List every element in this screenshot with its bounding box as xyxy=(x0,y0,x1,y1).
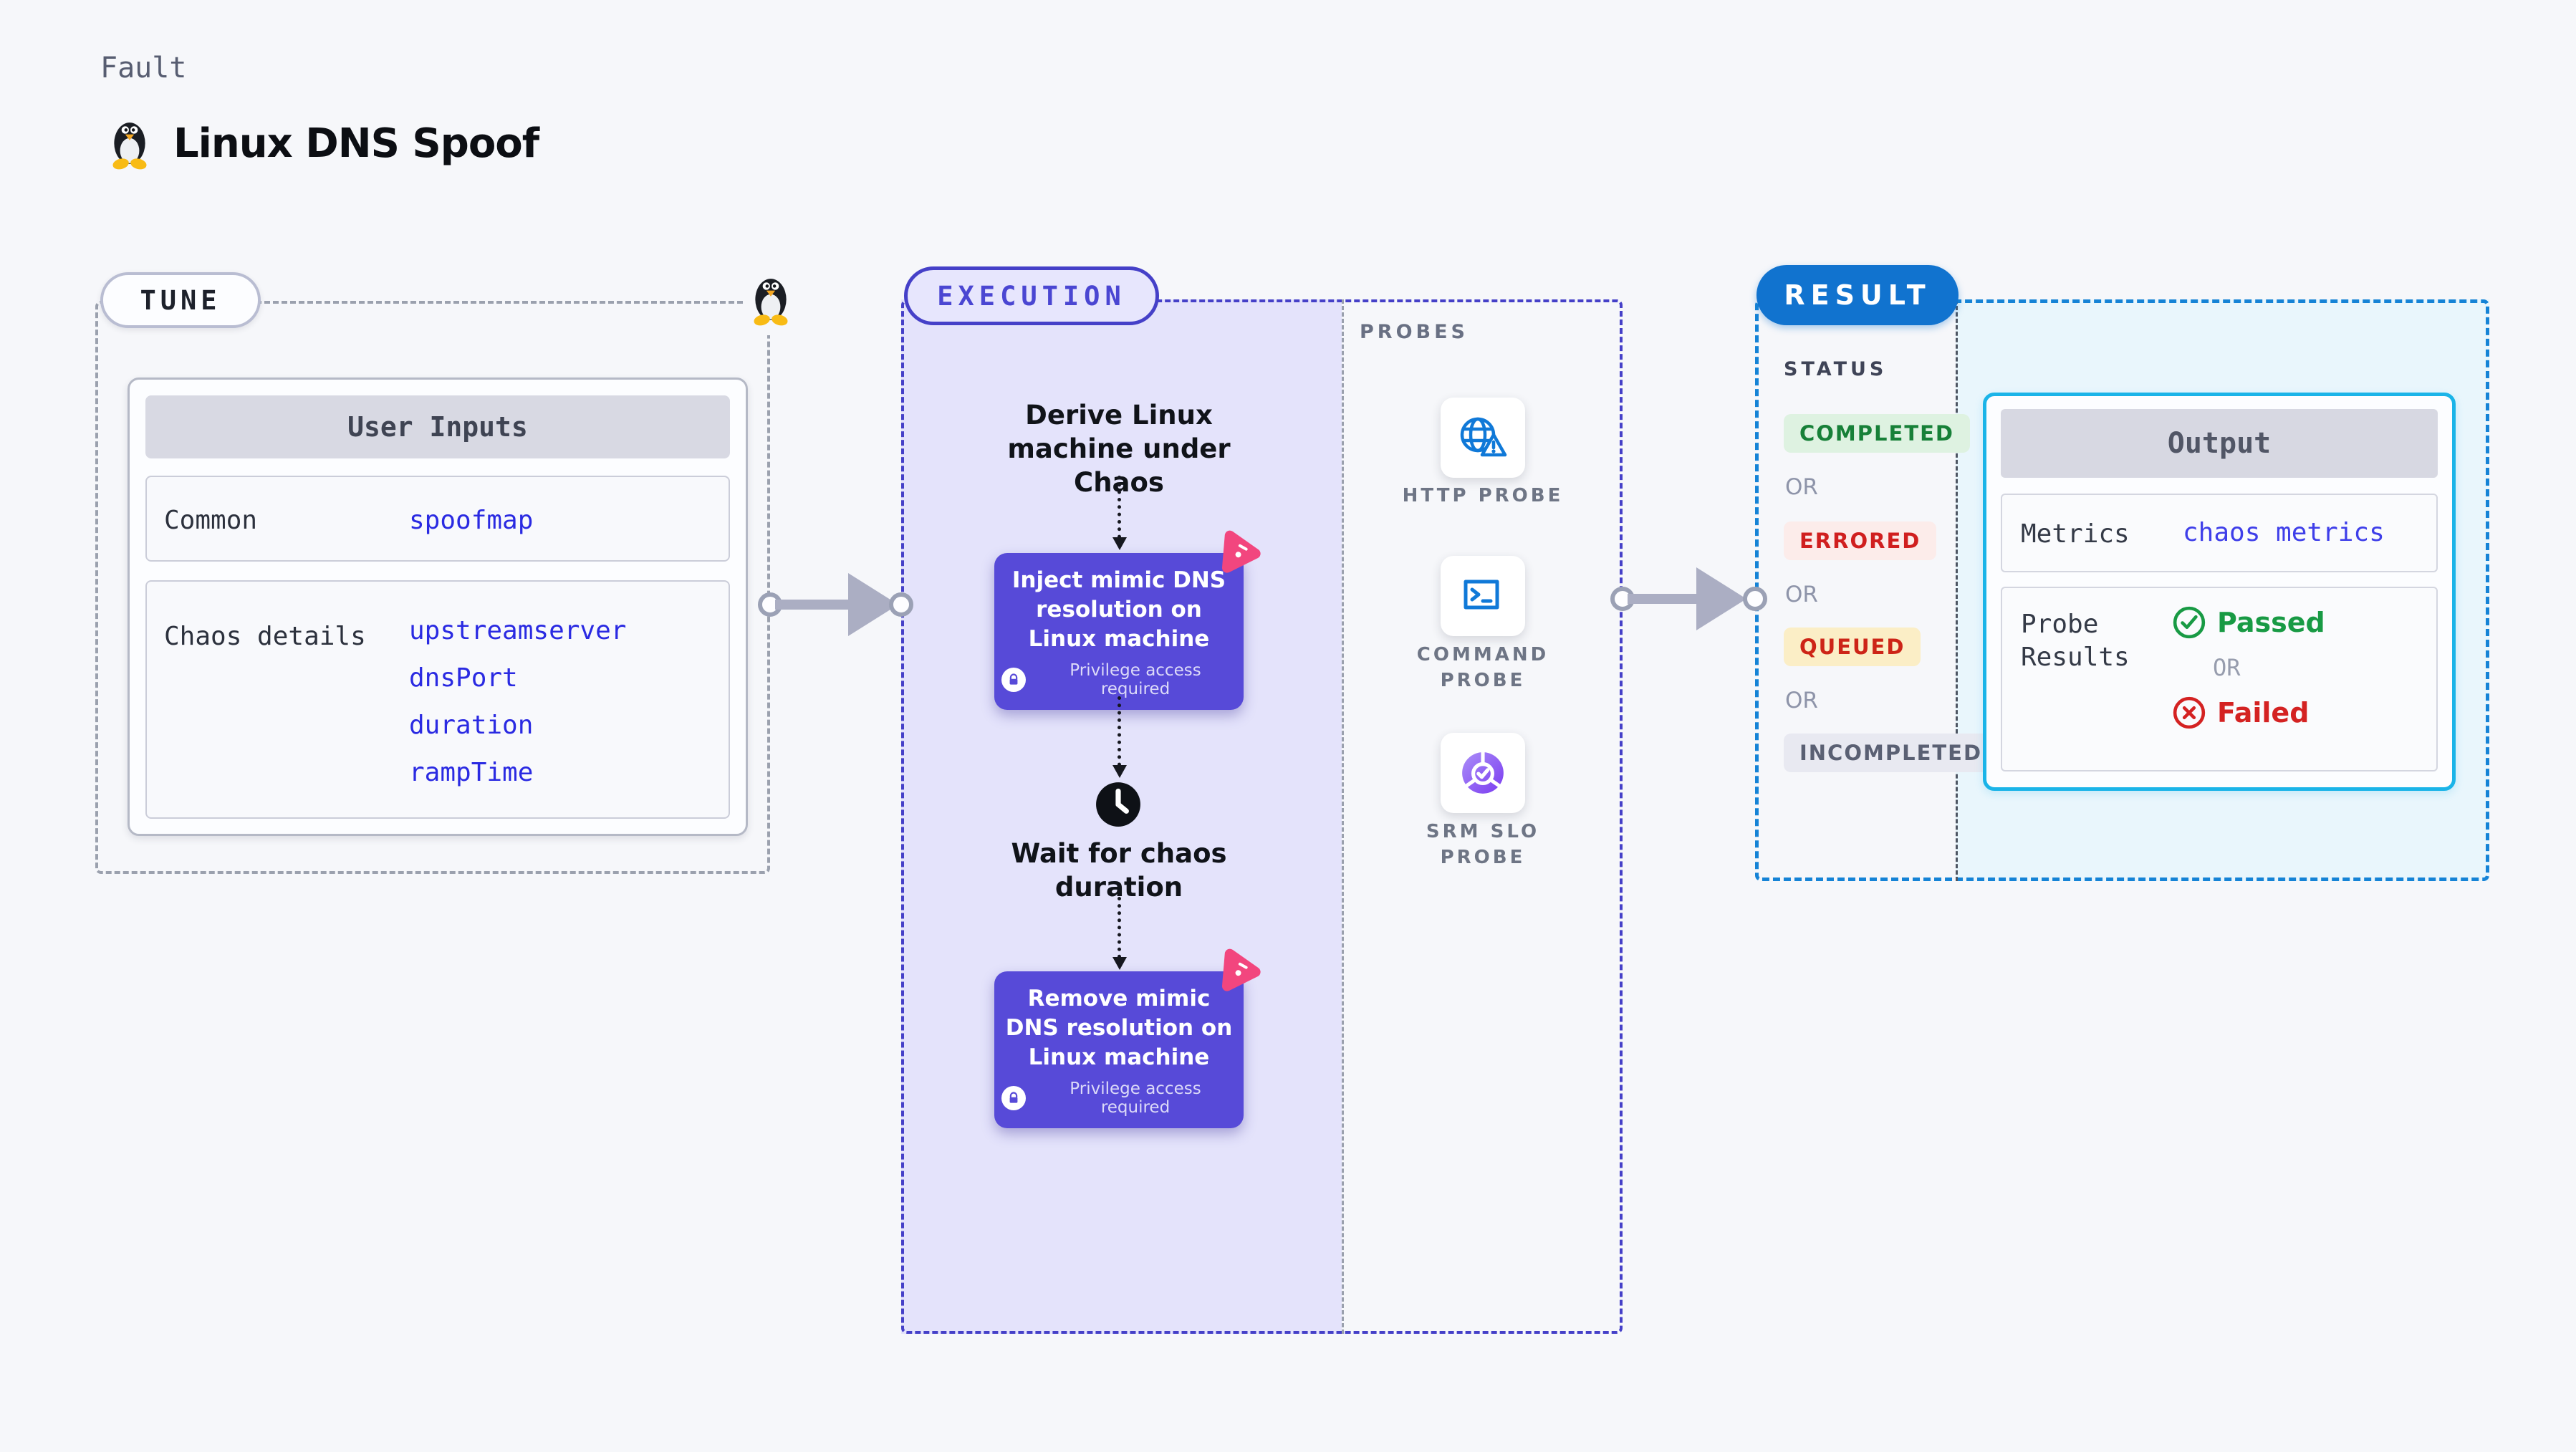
command-probe-label: COMMAND PROBE xyxy=(1416,644,1549,691)
chaos-values-list: upstreamserver dnsPort duration rampTime xyxy=(409,607,626,797)
command-probe-card xyxy=(1441,556,1525,636)
user-inputs-card: User Inputs Common spoofmap Chaos detail… xyxy=(128,378,748,836)
clock-icon xyxy=(1095,781,1142,831)
check-circle-icon xyxy=(2173,606,2206,639)
passed-label: Passed xyxy=(2217,607,2325,638)
terminal-icon xyxy=(1464,580,1499,610)
edge-target-handle xyxy=(1743,587,1767,611)
tux-corner-icon xyxy=(744,264,798,335)
probes-title: PROBES xyxy=(1360,321,1469,343)
srm-slo-probe-card xyxy=(1441,733,1525,813)
flow-arrow-down xyxy=(1112,476,1127,550)
status-badge-completed: COMPLETED xyxy=(1784,414,1971,453)
row-label: Chaos details xyxy=(164,622,366,651)
tune-section-badge: TUNE xyxy=(100,272,261,328)
chaos-logo-icon xyxy=(1221,530,1261,573)
status-badge-errored: ERRORED xyxy=(1784,521,1937,560)
or-label: OR xyxy=(1785,582,1818,607)
probe-results-values: Passed OR Failed xyxy=(2173,602,2325,733)
user-inputs-title: User Inputs xyxy=(145,395,730,458)
or-label: OR xyxy=(1785,474,1818,500)
output-title: Output xyxy=(2001,409,2438,478)
node-label: Inject mimic DNS resolution on Linux mac… xyxy=(1011,567,1226,652)
page-title: Linux DNS Spoof xyxy=(173,120,539,167)
metrics-row: Metrics chaos metrics xyxy=(2001,494,2438,572)
table-row-chaos-details: Chaos details upstreamserver dnsPort dur… xyxy=(145,580,730,819)
step-wait-label: Wait for chaos duration xyxy=(1011,838,1227,903)
privilege-label: Privilege access required xyxy=(1070,661,1201,698)
chaos-logo-icon xyxy=(1221,948,1261,991)
execution-section-badge: EXECUTION xyxy=(904,266,1159,325)
node-inject-dns-spoof: Inject mimic DNS resolution on Linux mac… xyxy=(994,553,1244,710)
row-label: Common xyxy=(164,506,258,535)
tux-linux-icon xyxy=(111,122,148,171)
step-derive-label: Derive Linux machine under Chaos xyxy=(1007,400,1231,498)
http-probe-label: HTTP PROBE xyxy=(1402,485,1564,506)
globe-alert-icon xyxy=(1460,417,1507,457)
row-value: spoofmap xyxy=(409,506,534,535)
page-header: Linux DNS Spoof xyxy=(106,113,539,173)
probe-results-label: Probe Results xyxy=(2021,610,2130,672)
privilege-note: Privilege access required xyxy=(1001,1080,1236,1117)
x-circle-icon xyxy=(2173,696,2206,729)
result-section-badge: RESULT xyxy=(1756,265,1959,325)
metrics-value: chaos metrics xyxy=(2183,518,2385,547)
row-value: rampTime xyxy=(409,758,534,787)
execution-section-box xyxy=(901,299,1623,1334)
flow-arrow-down xyxy=(1112,897,1127,970)
or-label: OR xyxy=(2213,654,2241,681)
privilege-label: Privilege access required xyxy=(1070,1080,1201,1117)
metrics-label: Metrics xyxy=(2021,519,2130,549)
status-column: STATUS COMPLETED OR ERRORED OR QUEUED OR… xyxy=(1784,358,1999,772)
edge-line xyxy=(1628,594,1698,604)
status-output-divider xyxy=(1956,299,1958,881)
output-panel: Output Metrics chaos metrics Probe Resul… xyxy=(1983,393,2456,791)
slo-pie-check-icon xyxy=(1462,750,1504,794)
passed-item: Passed xyxy=(2173,602,2325,643)
probes-divider xyxy=(1342,299,1344,1334)
status-badge-queued: QUEUED xyxy=(1784,628,1921,666)
edge-arrowhead xyxy=(1696,567,1746,630)
status-title: STATUS xyxy=(1784,358,1888,380)
tune-section-box xyxy=(95,301,770,874)
failed-item: Failed xyxy=(2173,693,2325,733)
node-remove-dns-spoof: Remove mimic DNS resolution on Linux mac… xyxy=(994,971,1244,1128)
srm-slo-probe-label: SRM SLO PROBE xyxy=(1426,821,1540,868)
lock-icon xyxy=(1001,668,1026,692)
failed-label: Failed xyxy=(2217,697,2310,729)
row-value: dnsPort xyxy=(409,663,518,693)
fault-category-label: Fault xyxy=(100,52,187,85)
node-label: Remove mimic DNS resolution on Linux mac… xyxy=(1005,986,1233,1070)
row-value: duration xyxy=(409,711,534,740)
http-probe-card xyxy=(1441,398,1525,478)
flow-arrow-down xyxy=(1112,696,1127,778)
row-value: upstreamserver xyxy=(409,616,627,645)
probe-results-row: Probe Results Passed OR Failed xyxy=(2001,587,2438,771)
or-label: OR xyxy=(1785,688,1818,713)
table-row-common: Common spoofmap xyxy=(145,476,730,562)
edge-line xyxy=(775,600,850,610)
lock-icon xyxy=(1001,1086,1026,1110)
edge-target-handle xyxy=(889,592,913,617)
status-badge-incompleted: INCOMPLETED xyxy=(1784,734,1999,772)
privilege-note: Privilege access required xyxy=(1001,661,1236,698)
